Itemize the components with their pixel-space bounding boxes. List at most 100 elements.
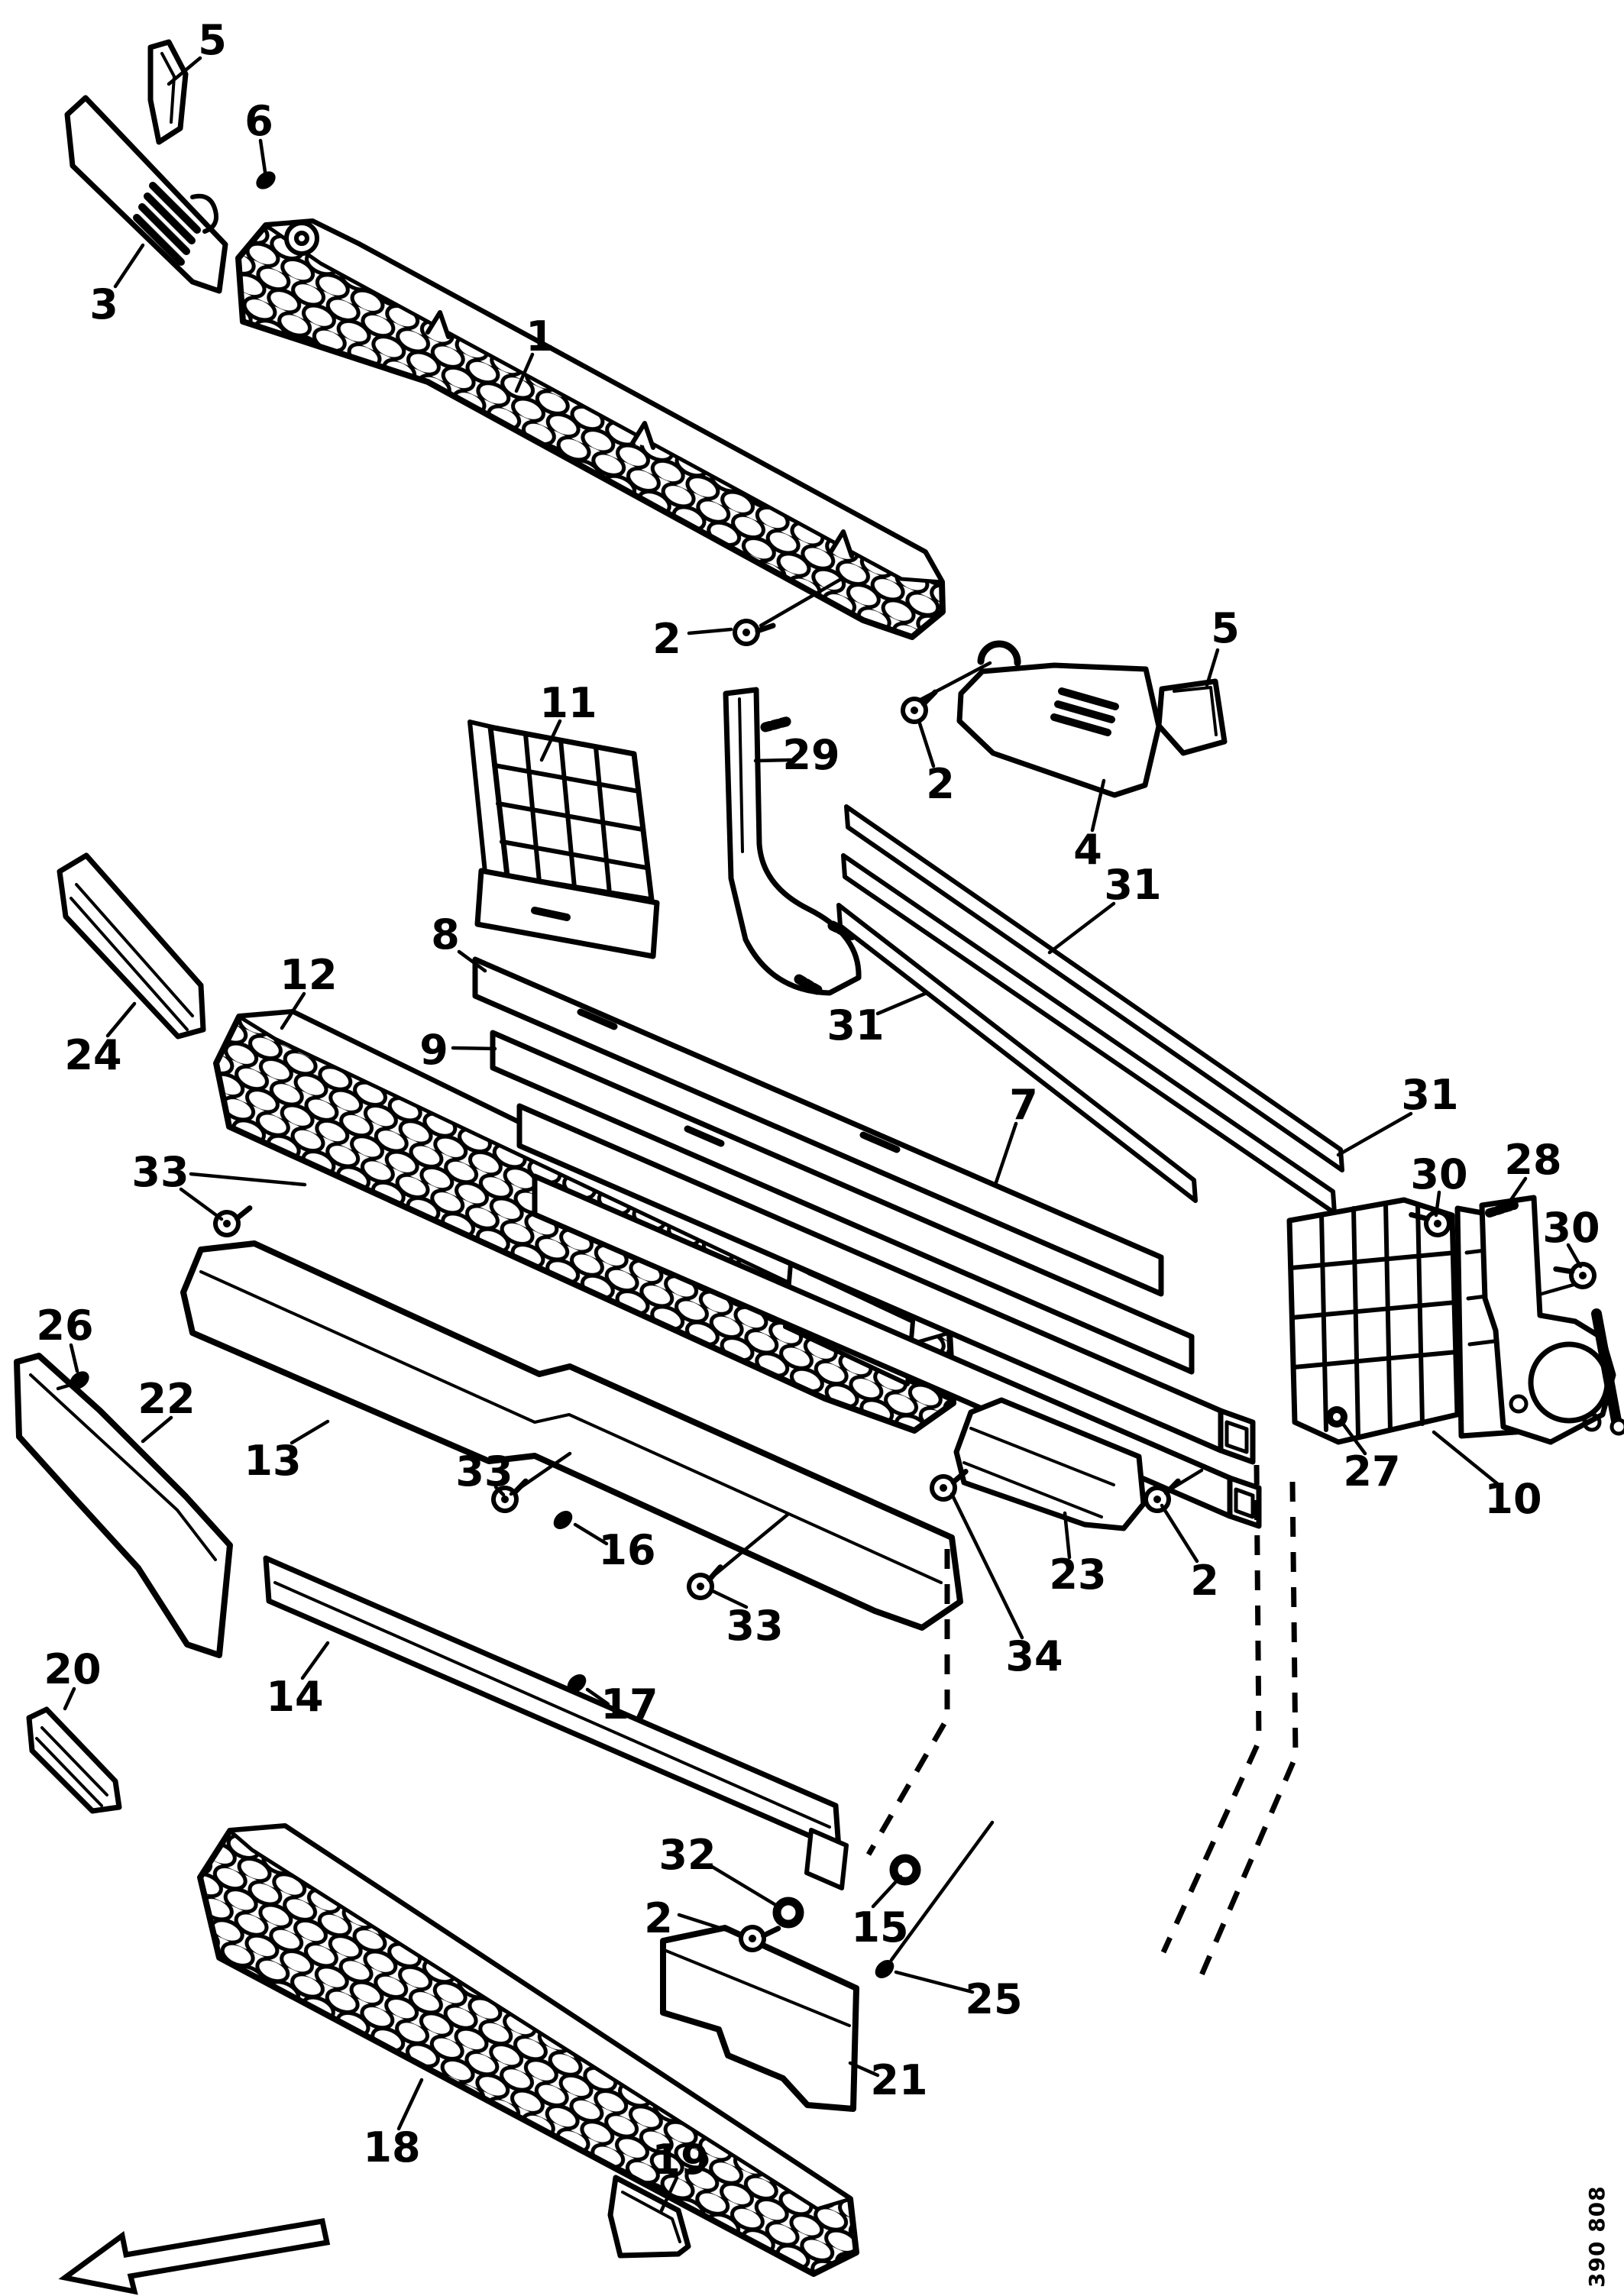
part-crossmember-tube-7 [516, 1103, 1256, 1465]
callout-label-4: 4 [1073, 826, 1102, 874]
part-outline [977, 640, 1021, 667]
screw-icon [739, 1925, 781, 1952]
callout-label-30: 30 [1410, 1150, 1467, 1198]
parts-layer [14, 39, 1624, 2277]
callout-label-33: 33 [726, 1602, 783, 1650]
callout-label-2: 2 [1190, 1557, 1219, 1605]
leader-line-2 [687, 627, 733, 635]
callout-label-13: 13 [244, 1437, 301, 1485]
part-outline [1289, 1250, 1459, 1370]
leader-line-27 [1341, 1421, 1367, 1456]
screw-icon [1553, 1262, 1597, 1289]
part-outline [956, 662, 1162, 798]
part-outline [807, 1269, 836, 1285]
leader-line-1 [514, 352, 535, 393]
part-lattice-bracket-left-11 [467, 720, 660, 959]
part-outline [190, 193, 218, 234]
callout-label-22: 22 [137, 1375, 195, 1423]
part-lower-grille-18 [197, 1823, 859, 2277]
callout-label-26: 26 [36, 1302, 93, 1350]
leader-line-17 [585, 1687, 610, 1706]
assembly-dashed-line [1198, 1481, 1299, 1978]
part-outline [1234, 1487, 1255, 1519]
leader-line-5 [167, 56, 202, 86]
callout-label-2: 2 [644, 1894, 673, 1942]
leader-line-33 [493, 1485, 506, 1497]
leader-line-2 [677, 1913, 741, 1936]
part-outline [962, 1427, 1115, 1518]
leader-line-19 [659, 2175, 679, 2213]
leader-line-2 [1164, 1468, 1204, 1494]
part-side-panel-21 [660, 1925, 859, 2112]
part-corner-piece-19 [607, 2175, 691, 2259]
leader-line-26 [56, 1382, 76, 1391]
part-outline [160, 52, 176, 124]
part-outline [953, 1397, 1147, 1531]
screw-icon [930, 1469, 969, 1502]
leader-line-11 [539, 719, 562, 762]
callout-label-11: 11 [539, 679, 597, 727]
clip-icon [875, 1959, 894, 1979]
part-outline [665, 1949, 851, 2027]
leader-line-34 [949, 1492, 1024, 1640]
callout-label-27: 27 [1343, 1447, 1400, 1496]
callout-label-16: 16 [598, 1526, 655, 1574]
callout-label-2: 2 [652, 615, 681, 663]
grommet-icon [772, 1897, 804, 1929]
callout-label-19: 19 [652, 2136, 709, 2184]
leader-line-2 [1160, 1503, 1199, 1564]
screw-icon [733, 619, 776, 646]
callout-label-9: 9 [419, 1026, 448, 1074]
part-upper-grille-1 [235, 218, 946, 640]
part-outline [284, 221, 319, 256]
part-outline [1485, 1201, 1519, 1218]
leader-line-33 [707, 1512, 790, 1582]
callout-label-24: 24 [64, 1031, 121, 1079]
grommet-icon [889, 1854, 921, 1886]
part-outline [492, 763, 649, 870]
part-outline [1050, 687, 1119, 736]
leader-line-13 [290, 1419, 330, 1445]
part-outline [1286, 1197, 1461, 1445]
leader-line-26 [69, 1343, 79, 1373]
part-air-intake-panel-left-3 [64, 95, 228, 294]
leader-line-3 [113, 243, 145, 289]
callout-label-25: 25 [965, 1975, 1022, 2023]
part-outline [228, 1824, 852, 2211]
part-outline [1591, 1308, 1622, 1426]
screw-icon [213, 1205, 253, 1237]
part-outline [70, 883, 194, 1031]
part-outline [472, 956, 1164, 1297]
leader-line-31 [1047, 901, 1116, 955]
callout-label-31: 31 [827, 1001, 884, 1049]
part-outline [836, 903, 1198, 1203]
part-corner-cap-right-5 [1156, 678, 1228, 756]
part-outline [1609, 1418, 1624, 1436]
part-outline [35, 1726, 108, 1807]
leader-line-33 [710, 1589, 749, 1609]
callout-label-28: 28 [1504, 1136, 1561, 1184]
part-outline [844, 804, 1344, 1172]
callout-label-18: 18 [363, 2123, 420, 2171]
leader-line-14 [300, 1641, 330, 1680]
callout-label-23: 23 [1049, 1551, 1106, 1599]
part-spacer-block-23 [953, 1397, 1147, 1531]
part-outline [1173, 686, 1218, 736]
leader-line-30 [1566, 1243, 1583, 1269]
clip-icon [553, 1510, 573, 1530]
leader-line-31 [1336, 1111, 1413, 1157]
leader-line-18 [396, 2078, 424, 2131]
callout-label-21: 21 [870, 2056, 927, 2104]
part-outline [1509, 1394, 1602, 1432]
part-outline [738, 697, 744, 853]
figure-number: 390 808 [1584, 2185, 1609, 2288]
part-corner-cap-left-5 [147, 39, 189, 145]
leader-line-32 [707, 1863, 779, 1908]
leader-line-12 [280, 991, 306, 1030]
callout-label-5: 5 [1211, 604, 1240, 652]
part-outline [14, 1353, 233, 1658]
leader-line-25 [889, 1820, 995, 1962]
callout-label-30: 30 [1542, 1204, 1600, 1252]
clip-icon [256, 171, 276, 189]
